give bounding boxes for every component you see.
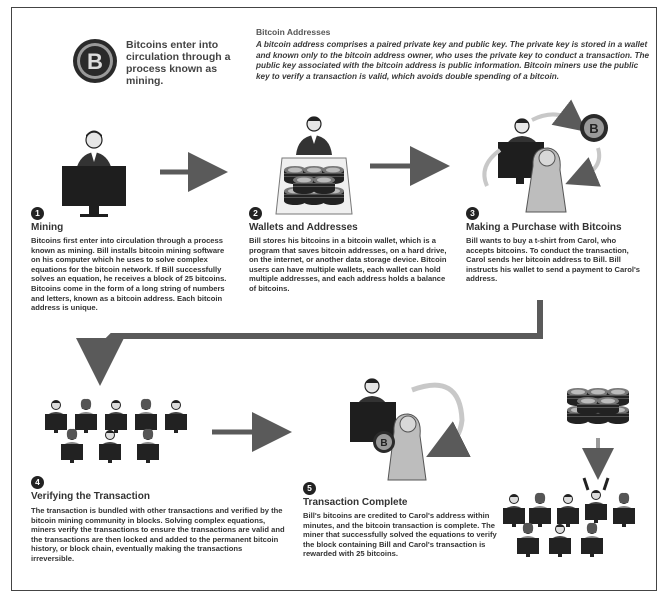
step-1-body: Bitcoins first enter into circulation th…: [31, 236, 227, 313]
step-5-badge: 5: [303, 482, 316, 495]
step-3-title: Making a Purchase with Bitcoins: [466, 222, 622, 233]
svg-text:B: B: [589, 121, 598, 136]
step-2-title: Wallets and Addresses: [249, 222, 358, 233]
transaction-complete-illustration: B: [350, 378, 471, 481]
step-5-body: Bill's bitcoins are credited to Carol's …: [303, 511, 497, 559]
addresses-heading: Bitcoin Addresses: [256, 27, 331, 37]
infographic-frame: [11, 7, 657, 591]
addresses-body: A bitcoin address comprises a paired pri…: [256, 40, 650, 81]
step-1-title: Mining: [31, 222, 64, 233]
step-4-badge: 4: [31, 476, 44, 489]
svg-text:B: B: [87, 49, 103, 74]
connector-arrow-3-to-4: [76, 300, 543, 386]
miner-reward-illustration: [502, 388, 636, 558]
step-2-body: Bill stores his bitcoins in a bitcoin wa…: [249, 236, 447, 293]
step-3-body: Bill wants to buy a t-shirt from Carol, …: [466, 236, 640, 284]
step-2-badge: 2: [249, 207, 262, 220]
wallet-illustration: [275, 116, 353, 215]
purchase-illustration: B: [482, 99, 608, 213]
miners-illustration: [44, 398, 188, 464]
step-4-title: Verifying the Transaction: [31, 491, 150, 502]
bill-mining-illustration: [62, 130, 126, 217]
step-1-badge: 1: [31, 207, 44, 220]
intro-text: Bitcoins enter into circulation through …: [126, 39, 231, 87]
step-4-body: The transaction is bundled with other tr…: [31, 506, 285, 563]
svg-text:B: B: [380, 438, 387, 449]
step-5-title: Transaction Complete: [303, 497, 408, 508]
bitcoin-coin-icon: B: [73, 39, 117, 83]
step-3-badge: 3: [466, 207, 479, 220]
